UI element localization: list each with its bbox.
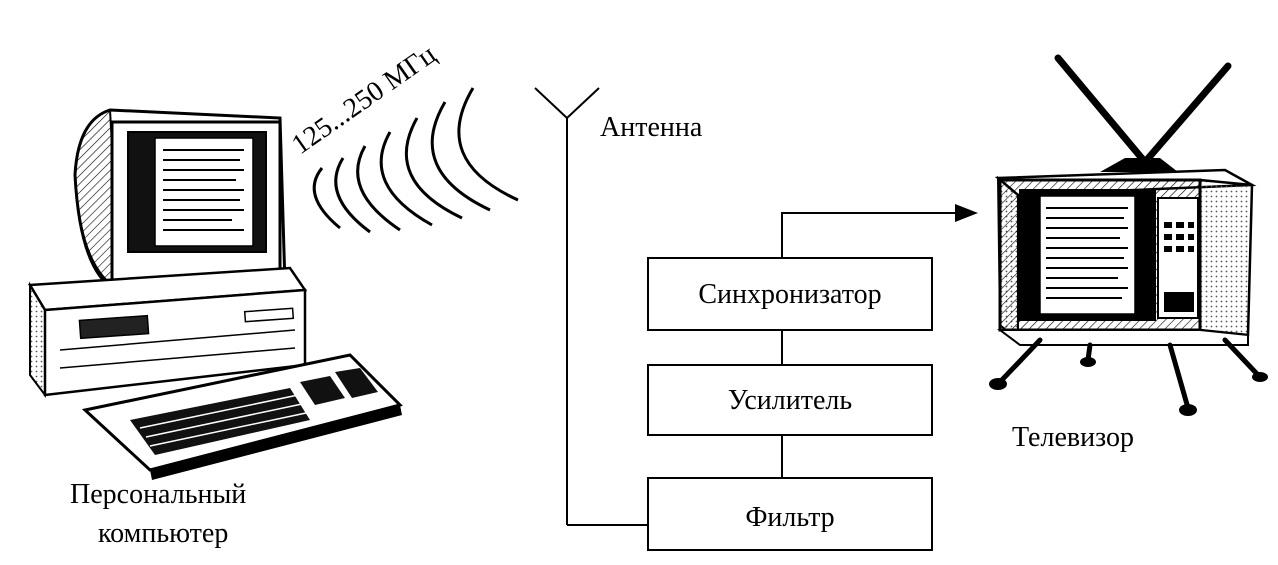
amplifier-block: Усилитель [647,364,933,436]
antenna-icon [534,87,648,526]
signal-connectors [781,212,958,478]
frequency-label: 125...250 МГц [286,39,441,161]
synchronizer-block: Синхронизатор [647,257,933,331]
antenna-label: Антенна [600,112,703,143]
filter-block: Фильтр [647,477,933,551]
radio-waves-icon [312,87,519,234]
amplifier-label: Усилитель [728,385,852,416]
arrow-head-icon [955,204,978,222]
computer-label-line2: компьютер [98,518,228,549]
tv-icon [989,54,1268,416]
filter-label: Фильтр [745,502,834,533]
tv-label: Телевизор [1012,422,1134,453]
synchronizer-label: Синхронизатор [698,279,881,310]
computer-label-line1: Персональный [70,479,246,510]
computer-icon [27,108,403,480]
